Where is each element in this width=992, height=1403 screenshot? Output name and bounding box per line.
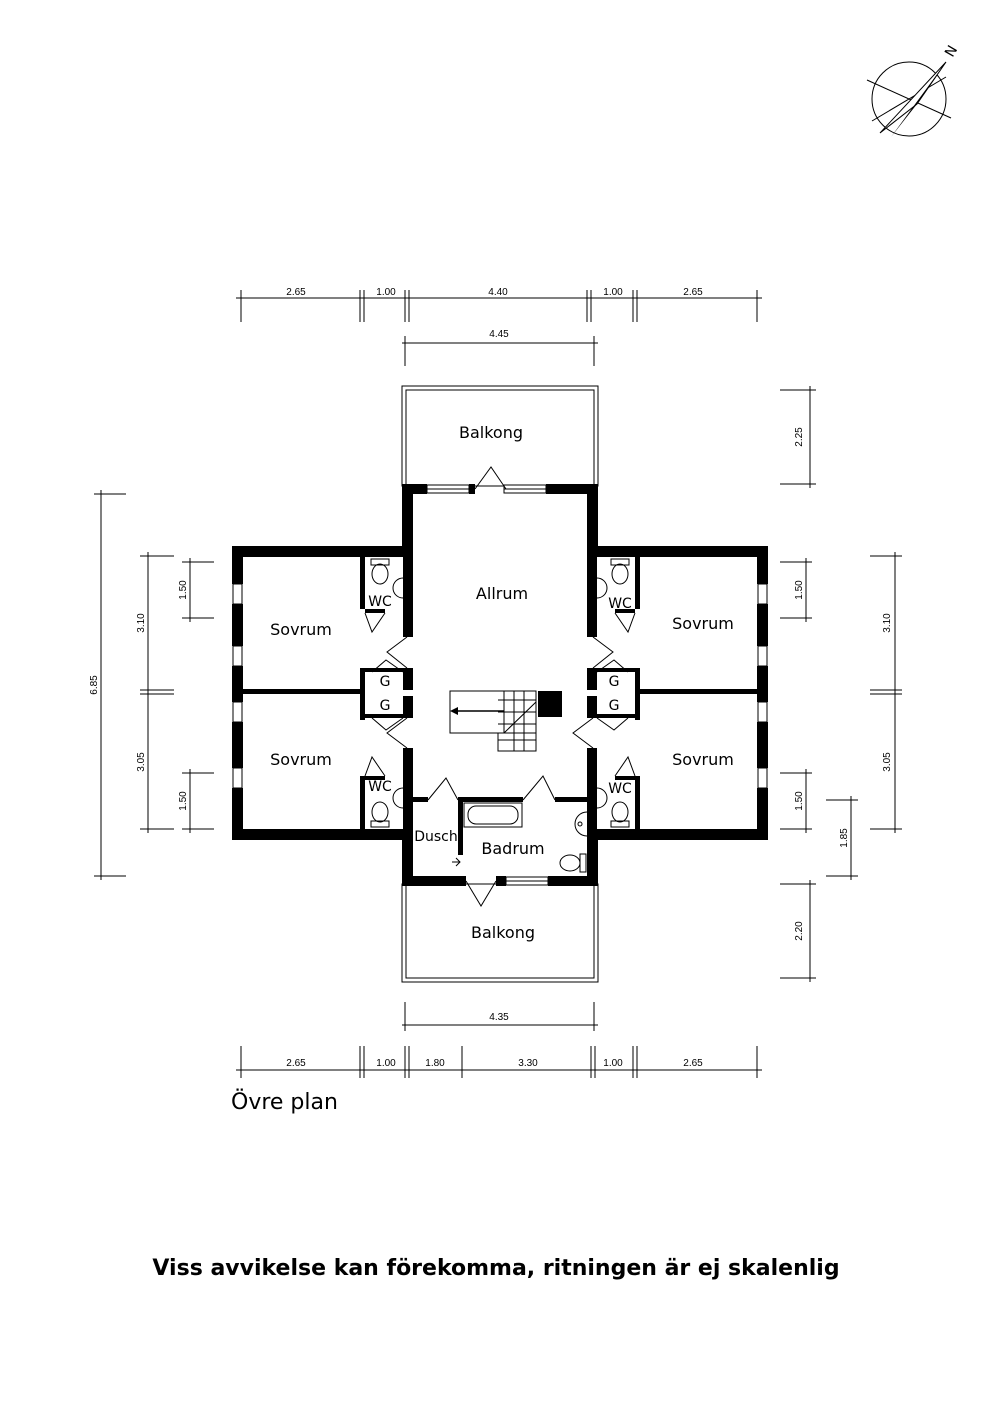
label-sovrum-bl: Sovrum	[270, 750, 332, 769]
g-tl-door[interactable]	[371, 659, 404, 673]
toilet-icon	[371, 563, 389, 585]
dim-top-3: 4.40	[488, 287, 508, 298]
sink-icon	[392, 577, 404, 599]
wc-tl-door[interactable]	[364, 612, 386, 634]
dim-bottom-2: 1.00	[376, 1058, 396, 1069]
dim-right-window-upper: 1.50	[794, 580, 805, 600]
dim-top-second: 4.45	[489, 329, 509, 340]
compass-north-label: N	[942, 43, 961, 60]
dim-top-1: 2.65	[286, 287, 306, 298]
label-wc-bl: WC	[368, 779, 392, 795]
label-wc-tr: WC	[608, 596, 632, 612]
dim-left-window-upper: 1.50	[178, 580, 189, 600]
stair-direction-arrow-icon	[450, 707, 458, 715]
compass-line-2	[871, 76, 947, 122]
label-balkong-top: Balkong	[459, 423, 523, 442]
label-balkong-bottom: Balkong	[471, 923, 535, 942]
g-tr-door[interactable]	[596, 659, 629, 673]
badrum-door[interactable]	[522, 775, 556, 801]
doors	[364, 466, 636, 907]
shower-icon	[452, 857, 461, 867]
dim-bottom-1: 2.65	[286, 1058, 306, 1069]
sink-icon	[392, 787, 404, 809]
dim-top-2: 1.00	[376, 287, 396, 298]
sink-icon	[596, 577, 608, 599]
top-dimensions: 2.65 1.00 4.40 1.00 2.65 4.45	[236, 287, 762, 366]
dim-top-4: 1.00	[603, 287, 623, 298]
dim-top-5: 2.65	[683, 287, 703, 298]
sovrum-bl-door[interactable]	[386, 717, 408, 749]
interior-walls	[243, 557, 757, 855]
label-sovrum-tl: Sovrum	[270, 620, 332, 639]
label-allrum: Allrum	[476, 584, 528, 603]
sink-icon	[574, 811, 588, 837]
room-labels: Balkong Allrum Sovrum Sovrum Sovrum Sovr…	[270, 423, 734, 942]
dim-left-window-lower: 1.50	[178, 791, 189, 811]
label-g-tl: G	[380, 674, 391, 690]
staircase	[449, 690, 537, 752]
sovrum-tr-door[interactable]	[592, 636, 614, 669]
bathtub-icon	[463, 802, 523, 828]
label-g-br: G	[609, 698, 620, 714]
toilet-icon	[559, 854, 581, 872]
compass: N	[866, 43, 961, 137]
dim-right-upper: 3.10	[882, 613, 893, 633]
wc-br-door[interactable]	[614, 755, 636, 777]
dim-left-lower: 3.05	[136, 752, 147, 772]
bottom-dimensions: 4.35 2.65 1.00 1.80 3.30 1.00 2.65	[236, 1002, 762, 1078]
north-arrow-light-icon	[879, 61, 947, 134]
dim-bottom-6: 2.65	[683, 1058, 703, 1069]
north-arrow-icon	[891, 62, 946, 137]
dim-bottom-second: 4.35	[489, 1012, 509, 1023]
wc-tr-door[interactable]	[614, 612, 636, 634]
right-dimensions: 2.25 1.50 3.10 3.05 1.50 1.85 2.20	[780, 386, 902, 982]
plan-title: Övre plan	[231, 1090, 338, 1115]
balcony-top	[401, 385, 599, 487]
label-g-bl: G	[380, 698, 391, 714]
dusch-door[interactable]	[427, 777, 459, 801]
disclaimer-text: Viss avvikelse kan förekomma, ritningen …	[152, 1256, 840, 1281]
windows-core	[426, 484, 549, 886]
label-dusch: Dusch	[414, 829, 458, 845]
g-bl-door[interactable]	[371, 717, 404, 731]
label-wc-br: WC	[608, 781, 632, 797]
exterior-walls	[232, 484, 768, 886]
dim-bottom-5: 1.00	[603, 1058, 623, 1069]
g-br-door[interactable]	[596, 717, 629, 731]
toilet-icon	[611, 801, 629, 823]
dim-left-total: 6.85	[89, 675, 100, 695]
label-badrum: Badrum	[481, 839, 544, 858]
dim-right-balcony-top: 2.25	[794, 427, 805, 447]
toilet-icon	[371, 801, 389, 823]
chimney	[538, 691, 562, 717]
sovrum-tl-door[interactable]	[386, 636, 408, 669]
balcony-bottom-door[interactable]	[465, 880, 497, 907]
dim-right-window-lower: 1.50	[794, 791, 805, 811]
dim-left-upper: 3.10	[136, 613, 147, 633]
dim-right-lower: 3.05	[882, 752, 893, 772]
left-dimensions: 6.85 3.10 3.05 1.50 1.50	[89, 490, 214, 880]
toilet-icon	[611, 563, 629, 585]
fixtures	[370, 558, 630, 873]
label-g-tr: G	[609, 674, 620, 690]
label-wc-tl: WC	[368, 594, 392, 610]
sovrum-br-door[interactable]	[572, 717, 594, 749]
dim-right-badrum: 1.85	[839, 828, 850, 848]
compass-ring	[871, 61, 947, 137]
label-sovrum-br: Sovrum	[672, 750, 734, 769]
wc-bl-door[interactable]	[364, 755, 386, 777]
label-sovrum-tr: Sovrum	[672, 614, 734, 633]
dim-bottom-4: 3.30	[518, 1058, 538, 1069]
dim-bottom-3: 1.80	[425, 1058, 445, 1069]
balcony-top-door[interactable]	[474, 466, 507, 490]
dim-right-balcony-bottom: 2.20	[794, 921, 805, 941]
sink-icon	[596, 787, 608, 809]
